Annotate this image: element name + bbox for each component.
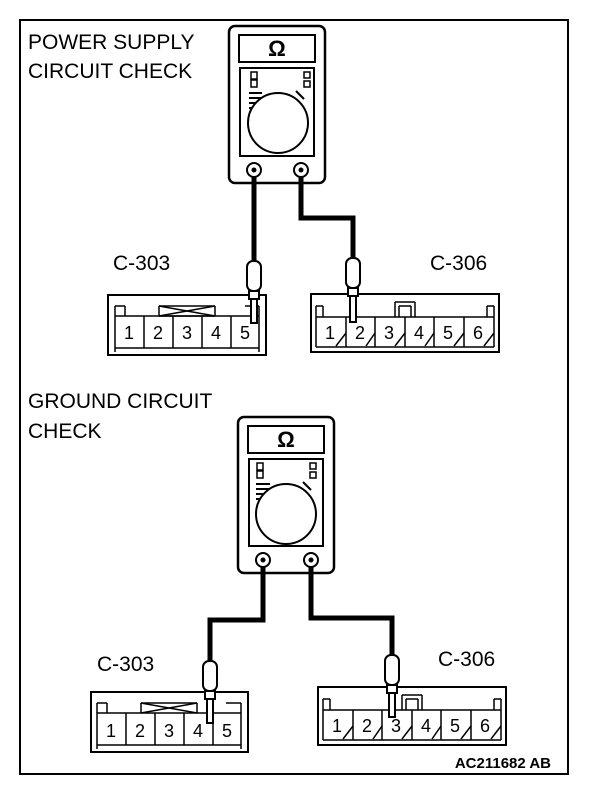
power-title-line1: POWER SUPPLY	[28, 31, 194, 54]
power-title-line2: CIRCUIT CHECK	[28, 60, 192, 83]
power-c306-label: C-306	[430, 252, 487, 275]
ground-c306-pin-1: 1	[332, 716, 342, 736]
ground-c303-label: C-303	[97, 653, 154, 676]
power-c303-pin-4: 4	[211, 323, 221, 343]
ground-c303-pin-4: 4	[193, 721, 203, 741]
ground-c306-pin-6: 6	[480, 716, 490, 736]
power-c303-label: C-303	[113, 252, 170, 275]
ground-c306-pin-5: 5	[450, 716, 460, 736]
test-probe-icon	[384, 654, 400, 718]
power-c306-pin-6: 6	[473, 323, 483, 343]
ground-c306-pin-2: 2	[362, 716, 372, 736]
ground-title-line2: CHECK	[28, 420, 102, 443]
power-c306-pin-1: 1	[325, 323, 335, 343]
power-c303-pin-3: 3	[182, 323, 192, 343]
power-meter-symbol: Ω	[268, 36, 286, 61]
ground-c303-pin-3: 3	[164, 721, 174, 741]
power-c306-pin-2: 2	[355, 323, 365, 343]
ground-c306-pin-4: 4	[421, 716, 431, 736]
test-probe-icon	[345, 257, 361, 323]
ground-circuit-section: GROUND CIRCUIT CHECK Ω C-303	[28, 390, 507, 753]
ohmmeter-icon: Ω	[236, 415, 336, 575]
power-c306-pin-4: 4	[414, 323, 424, 343]
ground-c303-connector: 1 2 3 4 5	[90, 691, 249, 753]
ground-c303-pin-1: 1	[106, 721, 116, 741]
ground-c303-pin-2: 2	[135, 721, 145, 741]
figure-id: AC211682 AB	[455, 755, 551, 772]
power-c306-pin-3: 3	[384, 323, 394, 343]
power-c303-pin-1: 1	[124, 323, 134, 343]
test-probe-icon	[202, 660, 218, 724]
ohmmeter-icon: Ω	[227, 24, 327, 185]
ground-c306-pin-3: 3	[391, 716, 401, 736]
ground-c306-connector: 1 2 3 4 5 6	[317, 686, 507, 746]
power-c306-pin-5: 5	[443, 323, 453, 343]
diagram-border	[19, 19, 569, 775]
power-c303-pin-5: 5	[240, 323, 250, 343]
power-c303-pin-2: 2	[153, 323, 163, 343]
ground-c306-label: C-306	[438, 648, 495, 671]
ground-meter-symbol: Ω	[277, 427, 295, 452]
ground-title-line1: GROUND CIRCUIT	[28, 390, 212, 413]
power-c306-connector: 1 2 3 4 5 6	[310, 293, 500, 353]
test-probe-icon	[246, 260, 262, 324]
power-lead-right	[298, 177, 356, 265]
ground-lead-left	[207, 567, 266, 665]
ground-lead-right	[308, 567, 395, 660]
ground-c303-pin-5: 5	[222, 721, 232, 741]
power-c303-connector: 1 2 3 4 5	[107, 294, 267, 356]
power-supply-section: POWER SUPPLY CIRCUIT CHECK Ω	[28, 24, 500, 356]
